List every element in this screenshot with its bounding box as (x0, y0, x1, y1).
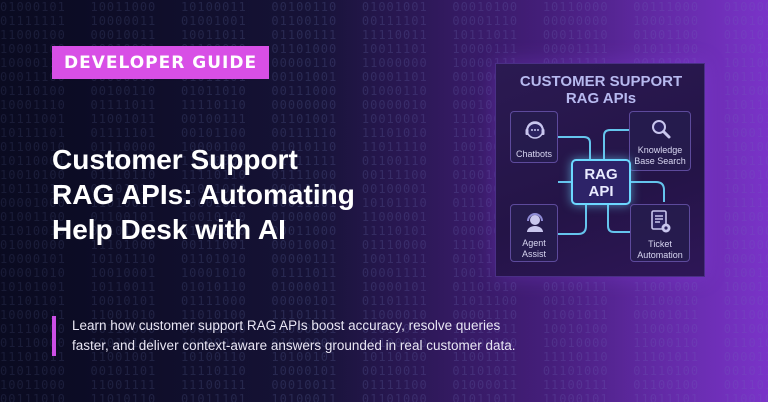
node-knowledge-base-search: Knowledge Base Search (629, 111, 691, 171)
category-badge: DEVELOPER GUIDE (52, 46, 270, 79)
page-title: Customer Support RAG APIs: Automating He… (52, 142, 412, 247)
binary-row: 01111111 10000011 01001001 01100110 0011… (0, 14, 768, 28)
connector-agent (558, 205, 587, 235)
node-ticket-automation: Ticket Automation (630, 204, 690, 262)
rag-api-hub: RAG API (571, 159, 631, 205)
binary-row: 10000011 11001010 11010100 11101111 1100… (0, 308, 768, 322)
hub-text-1: RAG (584, 166, 618, 183)
knowledge-text-1: Knowledge (637, 145, 683, 155)
binary-row: 11101101 10010101 01111000 00000101 0110… (0, 294, 768, 308)
ticket-gear-icon (651, 210, 671, 233)
diagram-title-line-1: CUSTOMER SUPPORT (519, 73, 683, 90)
binary-row: 10011000 11001111 11100111 00010011 0111… (0, 378, 768, 392)
connector-lines (558, 129, 665, 235)
node-chatbots: Chatbots (510, 111, 558, 163)
title-line-3: Help Desk with AI (52, 214, 286, 245)
binary-row: 11101011 11001001 10100110 10100101 1011… (0, 350, 768, 364)
node-knowledge-label: Knowledge Base Search (630, 145, 690, 167)
ticket-text-2: Automation (637, 250, 683, 260)
binary-row: 10101001 10110011 01010110 01000011 1000… (0, 280, 768, 294)
node-agent-label: Agent Assist (511, 238, 557, 260)
binary-row: 01000101 10011000 10100011 00100110 0100… (0, 0, 768, 14)
description-line-2: faster, and deliver context-aware answer… (72, 338, 516, 353)
connector-right (631, 181, 665, 202)
rag-diagram-card: CUSTOMER SUPPORT RAG APIs Chatbots (495, 63, 705, 277)
node-ticket-label: Ticket Automation (631, 239, 689, 261)
title-line-2: RAG APIs: Automating (52, 179, 355, 210)
ticket-text-1: Ticket (648, 239, 672, 249)
binary-row: 11000100 00010011 10011011 01100111 1111… (0, 28, 768, 42)
headset-icon (525, 121, 545, 139)
agent-headset-icon (527, 213, 543, 232)
knowledge-text-2: Base Search (634, 156, 686, 166)
chatbots-text: Chatbots (515, 149, 553, 159)
description-block: Learn how customer support RAG APIs boos… (52, 316, 572, 356)
description-text: Learn how customer support RAG APIs boos… (72, 316, 572, 356)
diagram-title-line-2: RAG APIs (565, 90, 637, 107)
connector-ticket (607, 205, 630, 233)
hub-label: RAG API (573, 161, 629, 200)
agent-text-1: Agent (522, 238, 546, 248)
binary-row: 01011000 00101101 11110110 10000101 0011… (0, 364, 768, 378)
connector-knowledge (603, 129, 629, 159)
binary-row: 01110000 00110000 00000100 11000101 0101… (0, 322, 768, 336)
node-chatbots-label: Chatbots (511, 149, 557, 160)
diagram-title: CUSTOMER SUPPORT RAG APIs (496, 73, 706, 107)
node-agent-assist: Agent Assist (510, 204, 558, 262)
binary-row: 00111010 11010110 01011101 10100011 0110… (0, 392, 768, 402)
description-line-1: Learn how customer support RAG APIs boos… (72, 318, 501, 333)
agent-text-2: Assist (521, 249, 546, 259)
connector-chatbots (558, 136, 591, 159)
binary-row: 01110000 10010110 10000010 01010001 1010… (0, 336, 768, 350)
magnifier-icon (652, 120, 671, 139)
title-line-1: Customer Support (52, 144, 298, 175)
hub-text-2: API (588, 183, 614, 200)
